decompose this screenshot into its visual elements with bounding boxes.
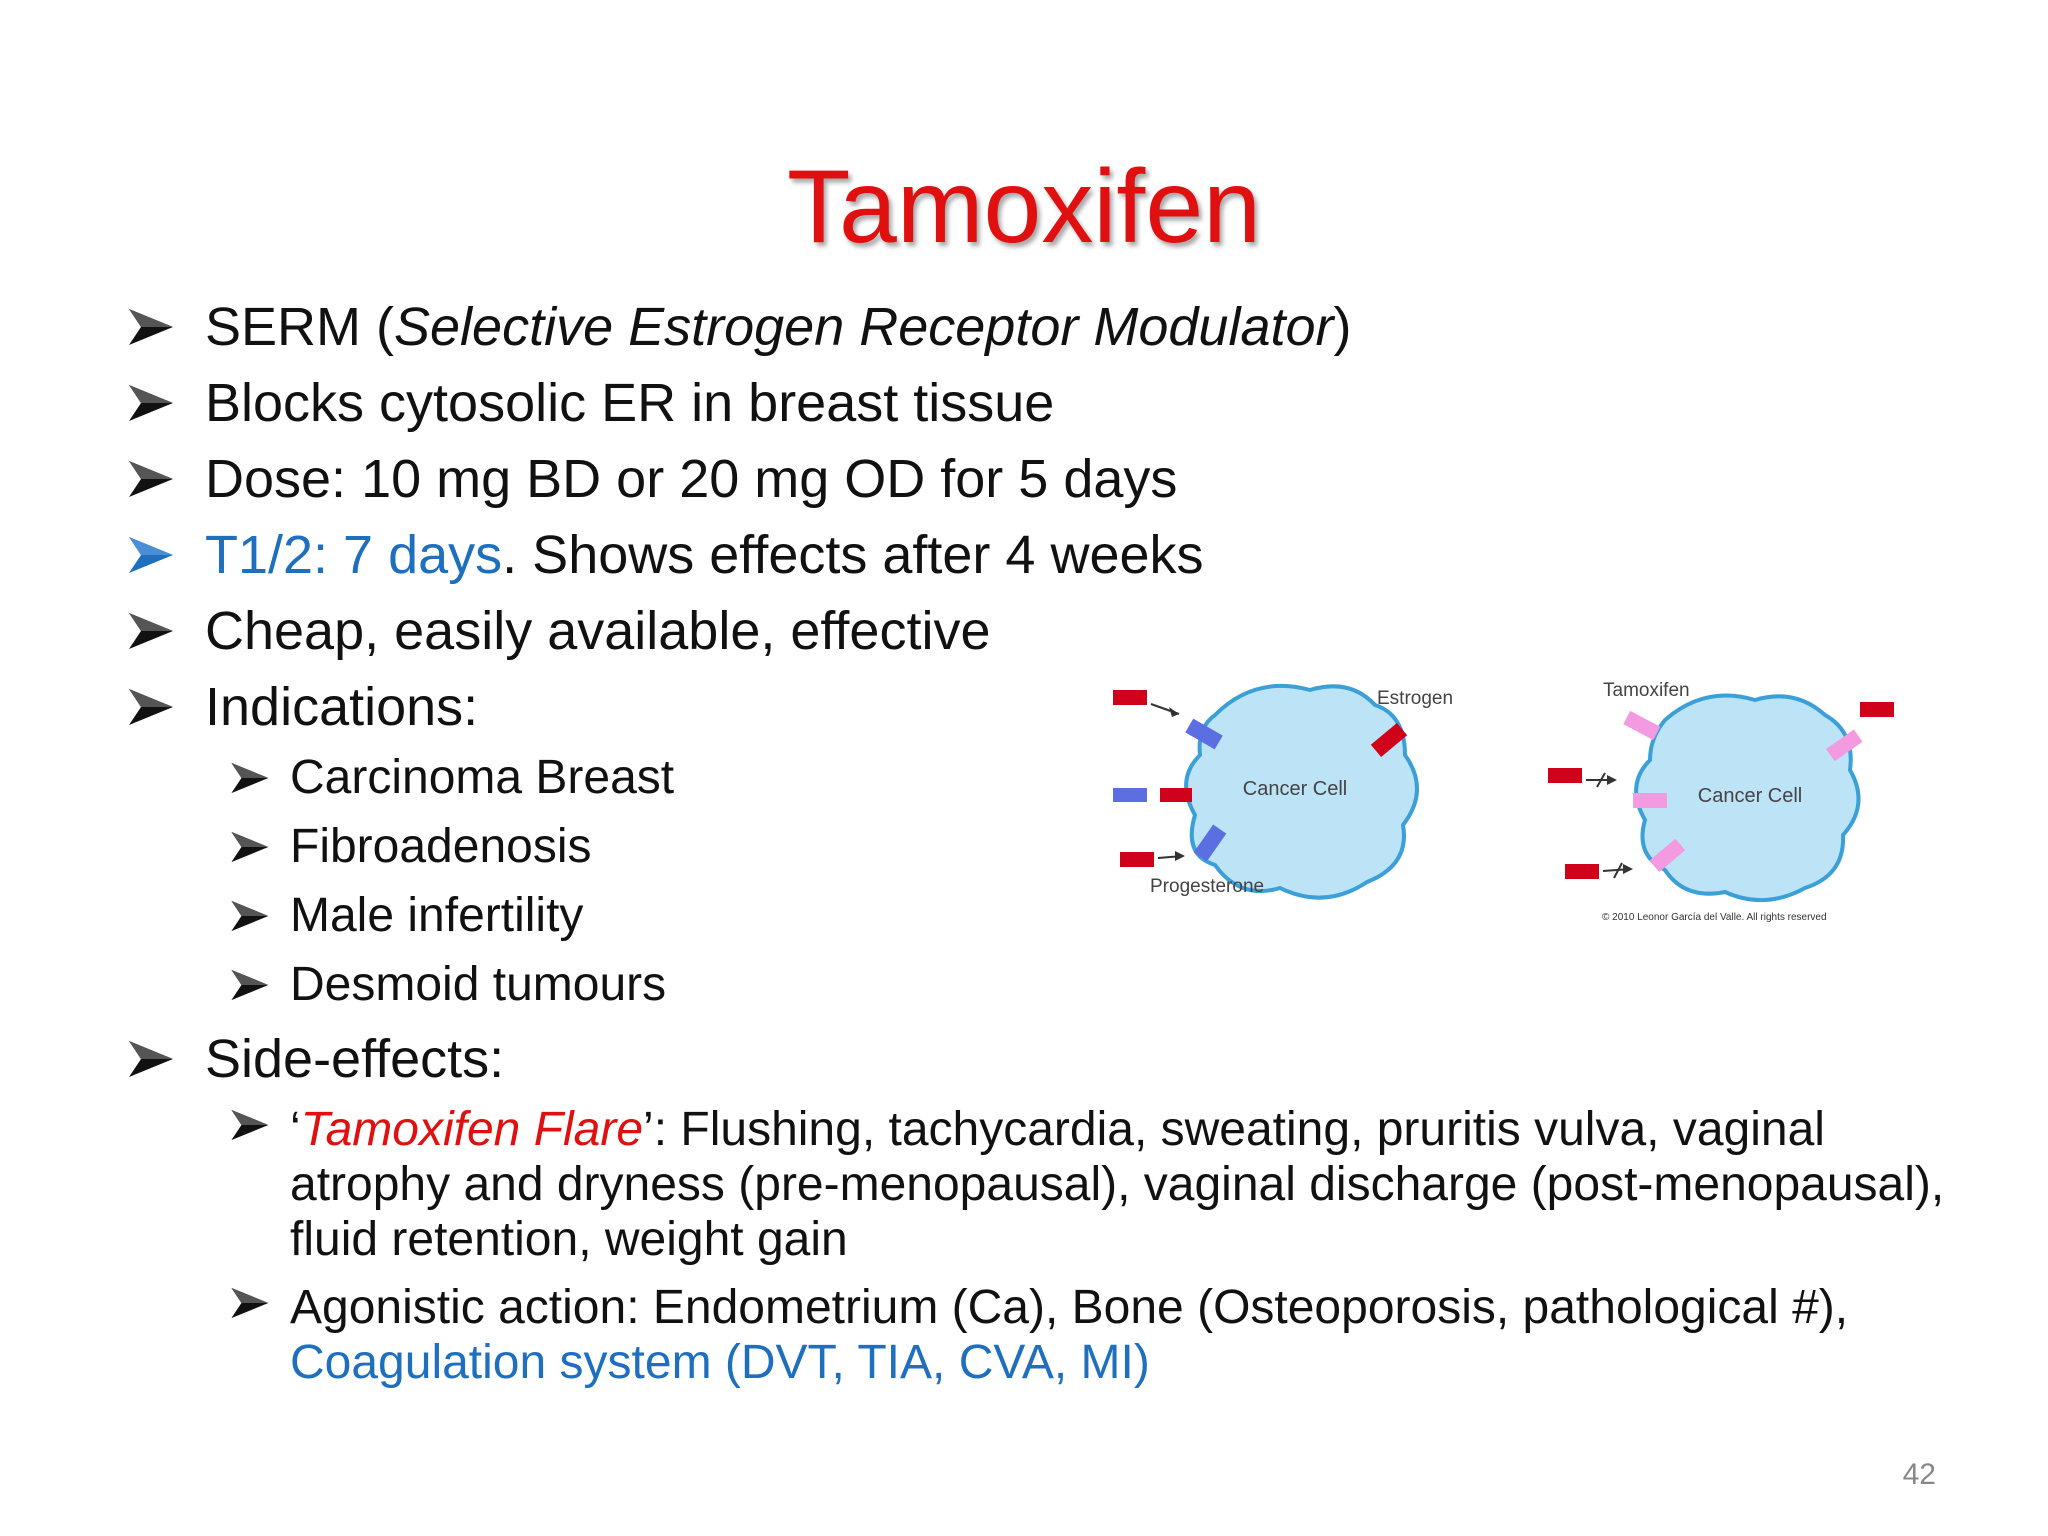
bullet-blocks-text: Blocks cytosolic ER in breast tissue (205, 373, 1055, 433)
receptor-free (1113, 788, 1147, 802)
agonistic-highlight: Coagulation system (DVT, TIA, CVA, MI) (290, 1336, 1150, 1389)
indication-item: Male infertility (228, 889, 584, 943)
arrow-bullet-icon (125, 307, 175, 347)
flare-text: ’: Flushing, tachycardia, sweating, prur… (290, 1103, 1945, 1266)
indication-item: Carcinoma Breast (228, 751, 675, 805)
side-effect-flare: ‘Tamoxifen Flare’: Flushing, tachycardia… (228, 1102, 1948, 1267)
arrow-bullet-icon (125, 611, 175, 651)
tamoxifen-label: Tamoxifen (1603, 680, 1690, 701)
indication-item-text: Fibroadenosis (290, 820, 592, 873)
right-cell-label: Cancer Cell (1698, 785, 1802, 807)
tamoxifen-bound (1633, 793, 1667, 808)
arrow-bullet-blue-icon (125, 535, 175, 575)
receptor-left-top (1185, 718, 1223, 750)
bullet-half-life-highlight: T1/2: 7 days (205, 525, 503, 585)
bullet-half-life-text: . Shows effects after 4 weeks (502, 525, 1204, 585)
bullet-cheap-text: Cheap, easily available, effective (205, 601, 991, 661)
estrogen-bound (1370, 722, 1408, 758)
receptor-left-bottom (1193, 824, 1227, 862)
estrogen-label: Estrogen (1377, 688, 1453, 709)
estrogen-blocked (1860, 702, 1894, 717)
arrow-bullet-icon (125, 687, 175, 727)
bullet-indications-text: Indications: (205, 677, 479, 737)
bullet-serm-suffix: ) (1333, 297, 1352, 357)
progesterone-molecule (1120, 852, 1154, 867)
arrow-bullet-icon (228, 1286, 270, 1320)
bullet-serm-text: SERM ( (205, 297, 394, 357)
arrow-bullet-icon (125, 1039, 175, 1079)
estrogen-molecule (1113, 690, 1147, 705)
indication-item-text: Male infertility (290, 889, 584, 942)
arrow-bullet-icon (228, 968, 270, 1002)
arrow-bullet-icon (228, 830, 270, 864)
bullet-dose-text: Dose: 10 mg BD or 20 mg OD for 5 days (205, 449, 1178, 509)
left-cell-label: Cancer Cell (1243, 778, 1347, 800)
mechanism-figure: Cancer Cell Estrogen Progesterone Cancer… (1113, 680, 1894, 923)
arrow-bullet-icon (125, 459, 175, 499)
arrow-bullet-icon (228, 1108, 270, 1142)
bullet-side-effects-text: Side-effects: (205, 1029, 505, 1089)
bullet-indications: Indications: (125, 677, 479, 737)
side-effect-agonistic: Agonistic action: Endometrium (Ca), Bone… (228, 1280, 1948, 1390)
flare-highlight: Tamoxifen Flare (300, 1103, 644, 1156)
tamoxifen-molecule (1623, 710, 1661, 741)
tamoxifen-bound (1826, 729, 1863, 762)
figure-copyright: © 2010 Leonor García del Valle. All righ… (1602, 912, 1827, 923)
estrogen-blocked (1548, 768, 1582, 783)
bullet-side-effects: Side-effects: (125, 1029, 505, 1089)
indication-item-text: Carcinoma Breast (290, 751, 675, 804)
bullet-blocks: Blocks cytosolic ER in breast tissue (125, 373, 1055, 433)
slide-title: Tamoxifen (787, 149, 1261, 265)
arrow-bullet-icon (228, 761, 270, 795)
bullet-dose: Dose: 10 mg BD or 20 mg OD for 5 days (125, 449, 1178, 509)
indication-item: Desmoid tumours (228, 958, 667, 1012)
bullet-serm-italic: Selective Estrogen Receptor Modulator (394, 297, 1334, 357)
arrow-bullet-icon (228, 899, 270, 933)
progesterone-label: Progesterone (1150, 876, 1264, 897)
bullet-serm: SERM (Selective Estrogen Receptor Modula… (125, 297, 1352, 357)
left-cancer-cell (1184, 683, 1419, 900)
hormone-bound (1160, 788, 1192, 802)
arrow-bullet-icon (125, 383, 175, 423)
indication-item: Fibroadenosis (228, 820, 592, 874)
bullet-cheap: Cheap, easily available, effective (125, 601, 991, 661)
agonistic-text: Agonistic action: Endometrium (Ca), Bone… (290, 1281, 1849, 1334)
flare-open-quote: ‘ (290, 1103, 301, 1156)
indication-item-text: Desmoid tumours (290, 958, 667, 1011)
bullet-half-life: T1/2: 7 days. Shows effects after 4 week… (125, 525, 1204, 585)
progesterone-blocked (1565, 864, 1599, 879)
tamoxifen-bound (1649, 838, 1686, 873)
right-cancer-cell (1634, 693, 1861, 902)
page-number: 42 (1902, 1458, 1936, 1491)
